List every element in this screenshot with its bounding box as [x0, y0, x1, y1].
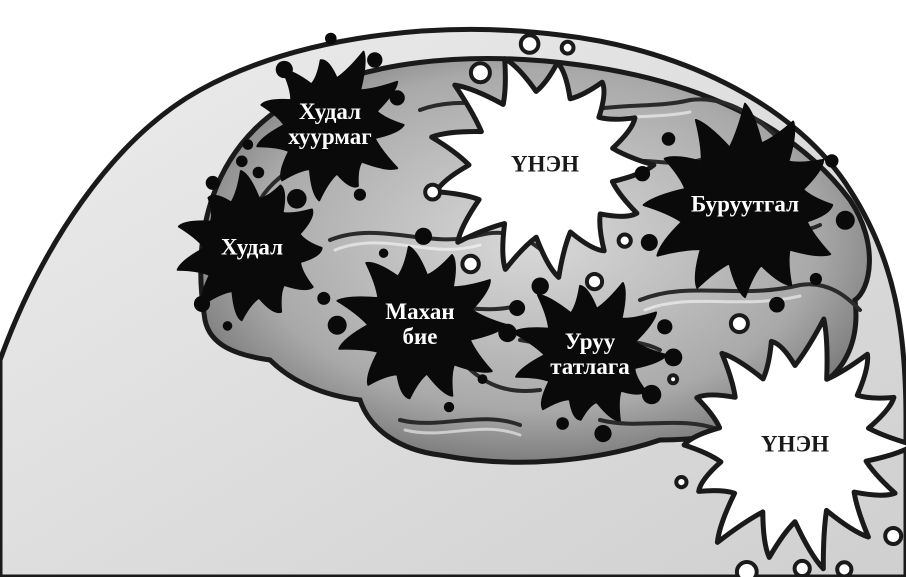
label-unen-bottom: ҮНЭН [761, 431, 829, 458]
blob-khudal-khuurmag-droplet-6 [367, 52, 383, 68]
label-khudal-khuurmag-line-1: хуурмаг [288, 124, 372, 149]
label-uruu-tatlaga-line-1: татлага [550, 354, 630, 379]
blob-khudal-khuurmag [242, 32, 405, 209]
blob-buruutgal [634, 102, 855, 313]
blob-uruu-tatlaga-droplet-0 [664, 348, 683, 367]
blob-khudal-khuurmag-droplet-4 [275, 60, 293, 79]
label-uruu-tatlaga-line-0: Уруу [564, 329, 616, 355]
blob-buruutgal-droplet-0 [835, 210, 855, 230]
blob-uruu-tatlaga-shape [512, 282, 668, 422]
blob-unen-bottom-droplet-4 [674, 475, 689, 490]
blob-uruu-tatlaga-droplet-6 [657, 319, 673, 335]
blob-khudal-droplet-1 [222, 321, 233, 331]
label-makhan-bie-line-1: бие [402, 324, 438, 349]
label-unen-top: ҮНЭН [511, 151, 579, 178]
blob-makhan-bie-droplet-5 [414, 227, 432, 245]
blob-buruutgal-droplet-4 [634, 166, 651, 182]
blob-makhan-bie [327, 227, 517, 413]
blob-buruutgal-droplet-1 [809, 272, 823, 286]
blob-makhan-bie-droplet-4 [378, 248, 389, 258]
blob-buruutgal-droplet-6 [825, 154, 839, 168]
blob-buruutgal-droplet-2 [769, 296, 785, 313]
blob-unen-bottom-droplet-6 [728, 313, 750, 335]
blob-unen-bottom-droplet-3 [734, 560, 759, 577]
blob-khudal-khuurmag-droplet-7 [389, 90, 405, 106]
blob-unen-top [423, 33, 657, 292]
blob-unen-top-droplet-1 [584, 272, 605, 292]
blob-khudal-droplet-0 [317, 291, 331, 305]
blob-unen-bottom-droplet-2 [792, 558, 812, 577]
blob-buruutgal-droplet-3 [640, 234, 658, 251]
blob-khudal-droplet-2 [193, 295, 211, 312]
blob-uruu-tatlaga-droplet-1 [641, 384, 662, 405]
blob-unen-bottom-droplet-5 [667, 373, 680, 386]
blob-uruu-tatlaga [509, 277, 683, 443]
blob-makhan-bie-droplet-0 [498, 323, 517, 343]
label-unen-top-line-0: ҮНЭН [511, 151, 579, 177]
label-khudal: Худал [220, 234, 284, 261]
blob-makhan-bie-shape [336, 245, 508, 400]
blob-khudal-khuurmag-droplet-2 [252, 166, 265, 179]
label-buruutgal-line-0: Буруутгал [691, 191, 799, 217]
label-khudal-line-0: Худал [220, 234, 284, 260]
label-makhan-bie-line-0: Махан [385, 299, 455, 325]
blob-unen-top-droplet-6 [518, 33, 541, 55]
blob-uruu-tatlaga-droplet-5 [531, 277, 549, 295]
blob-khudal-shape [176, 170, 323, 322]
blob-uruu-tatlaga-droplet-4 [509, 300, 526, 316]
ink-blobs [176, 32, 906, 577]
blob-khudal-khuurmag-shape [256, 50, 405, 202]
blob-khudal-khuurmag-droplet-3 [242, 139, 254, 150]
blob-unen-bottom-shape [681, 316, 906, 572]
label-buruutgal: Буруутгал [691, 191, 799, 218]
blob-makhan-bie-droplet-3 [327, 315, 347, 335]
blob-khudal-khuurmag-droplet-5 [325, 32, 337, 45]
label-khudal-khuurmag-line-0: Худал [298, 99, 362, 125]
blob-buruutgal-droplet-5 [661, 132, 676, 146]
blob-uruu-tatlaga-droplet-3 [556, 417, 569, 430]
blob-uruu-tatlaga-droplet-2 [594, 425, 612, 443]
blob-buruutgal-shape [642, 102, 834, 299]
label-unen-bottom-line-0: ҮНЭН [761, 431, 829, 457]
blob-unen-top-droplet-3 [460, 253, 481, 275]
blob-khudal-khuurmag-droplet-0 [353, 188, 366, 201]
blob-khudal-droplet-3 [205, 175, 220, 190]
blob-khudal-droplet-4 [236, 155, 248, 168]
blob-unen-top-shape [429, 56, 657, 280]
blob-makhan-bie-droplet-1 [477, 374, 488, 384]
blob-makhan-bie-droplet-2 [443, 401, 455, 413]
blob-unen-top-droplet-5 [468, 61, 492, 85]
blob-unen-top-droplet-0 [616, 232, 633, 249]
blob-unen-top-droplet-4 [423, 182, 443, 202]
blob-unen-bottom-droplet-0 [883, 526, 904, 546]
blob-khudal-khuurmag-droplet-1 [287, 189, 307, 209]
blob-unen-top-droplet-7 [559, 39, 576, 56]
blob-unen-bottom-droplet-1 [835, 560, 854, 577]
blob-khudal [176, 155, 331, 331]
